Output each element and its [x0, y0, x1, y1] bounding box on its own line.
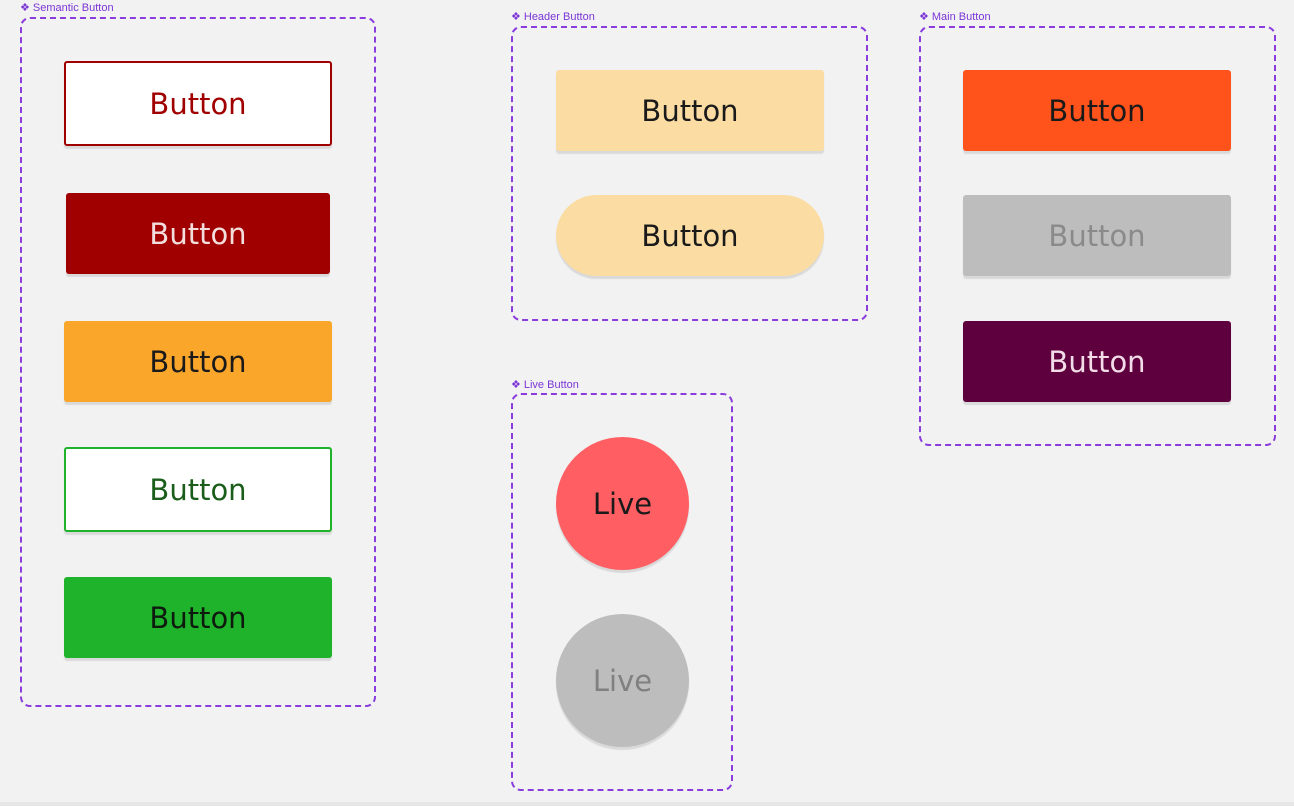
live-frame-title: Live Button: [523, 379, 579, 391]
live-button-active[interactable]: Live: [556, 437, 689, 570]
live-button-inactive: Live: [556, 614, 689, 747]
semantic-button-success-filled[interactable]: Button: [64, 577, 332, 658]
component-icon: ❖: [20, 2, 30, 14]
main-button-primary[interactable]: Button: [963, 70, 1231, 151]
header-frame-title: Header Button: [523, 11, 595, 23]
semantic-button-frame: [20, 17, 376, 707]
main-frame-label: ❖ Main Button: [919, 11, 991, 23]
main-button-disabled: Button: [963, 195, 1231, 276]
header-frame-label: ❖ Header Button: [511, 11, 595, 23]
component-icon: ❖: [511, 11, 521, 23]
header-button-square[interactable]: Button: [556, 70, 824, 151]
live-frame-label: ❖ Live Button: [511, 379, 579, 391]
main-frame-title: Main Button: [931, 11, 991, 23]
component-icon: ❖: [511, 379, 521, 391]
main-button-frame: [919, 26, 1276, 446]
semantic-frame-label: ❖ Semantic Button: [20, 2, 114, 14]
live-button-frame: [511, 393, 733, 791]
semantic-button-success-outline[interactable]: Button: [64, 447, 332, 532]
header-button-frame: [511, 26, 868, 321]
component-icon: ❖: [919, 11, 929, 23]
header-button-pill[interactable]: Button: [556, 195, 824, 276]
semantic-button-warning-filled[interactable]: Button: [64, 321, 332, 402]
semantic-frame-title: Semantic Button: [32, 2, 114, 14]
semantic-button-danger-filled[interactable]: Button: [66, 193, 330, 274]
semantic-button-danger-outline[interactable]: Button: [64, 61, 332, 146]
main-button-secondary[interactable]: Button: [963, 321, 1231, 402]
canvas-bottom-edge: [0, 802, 1294, 806]
